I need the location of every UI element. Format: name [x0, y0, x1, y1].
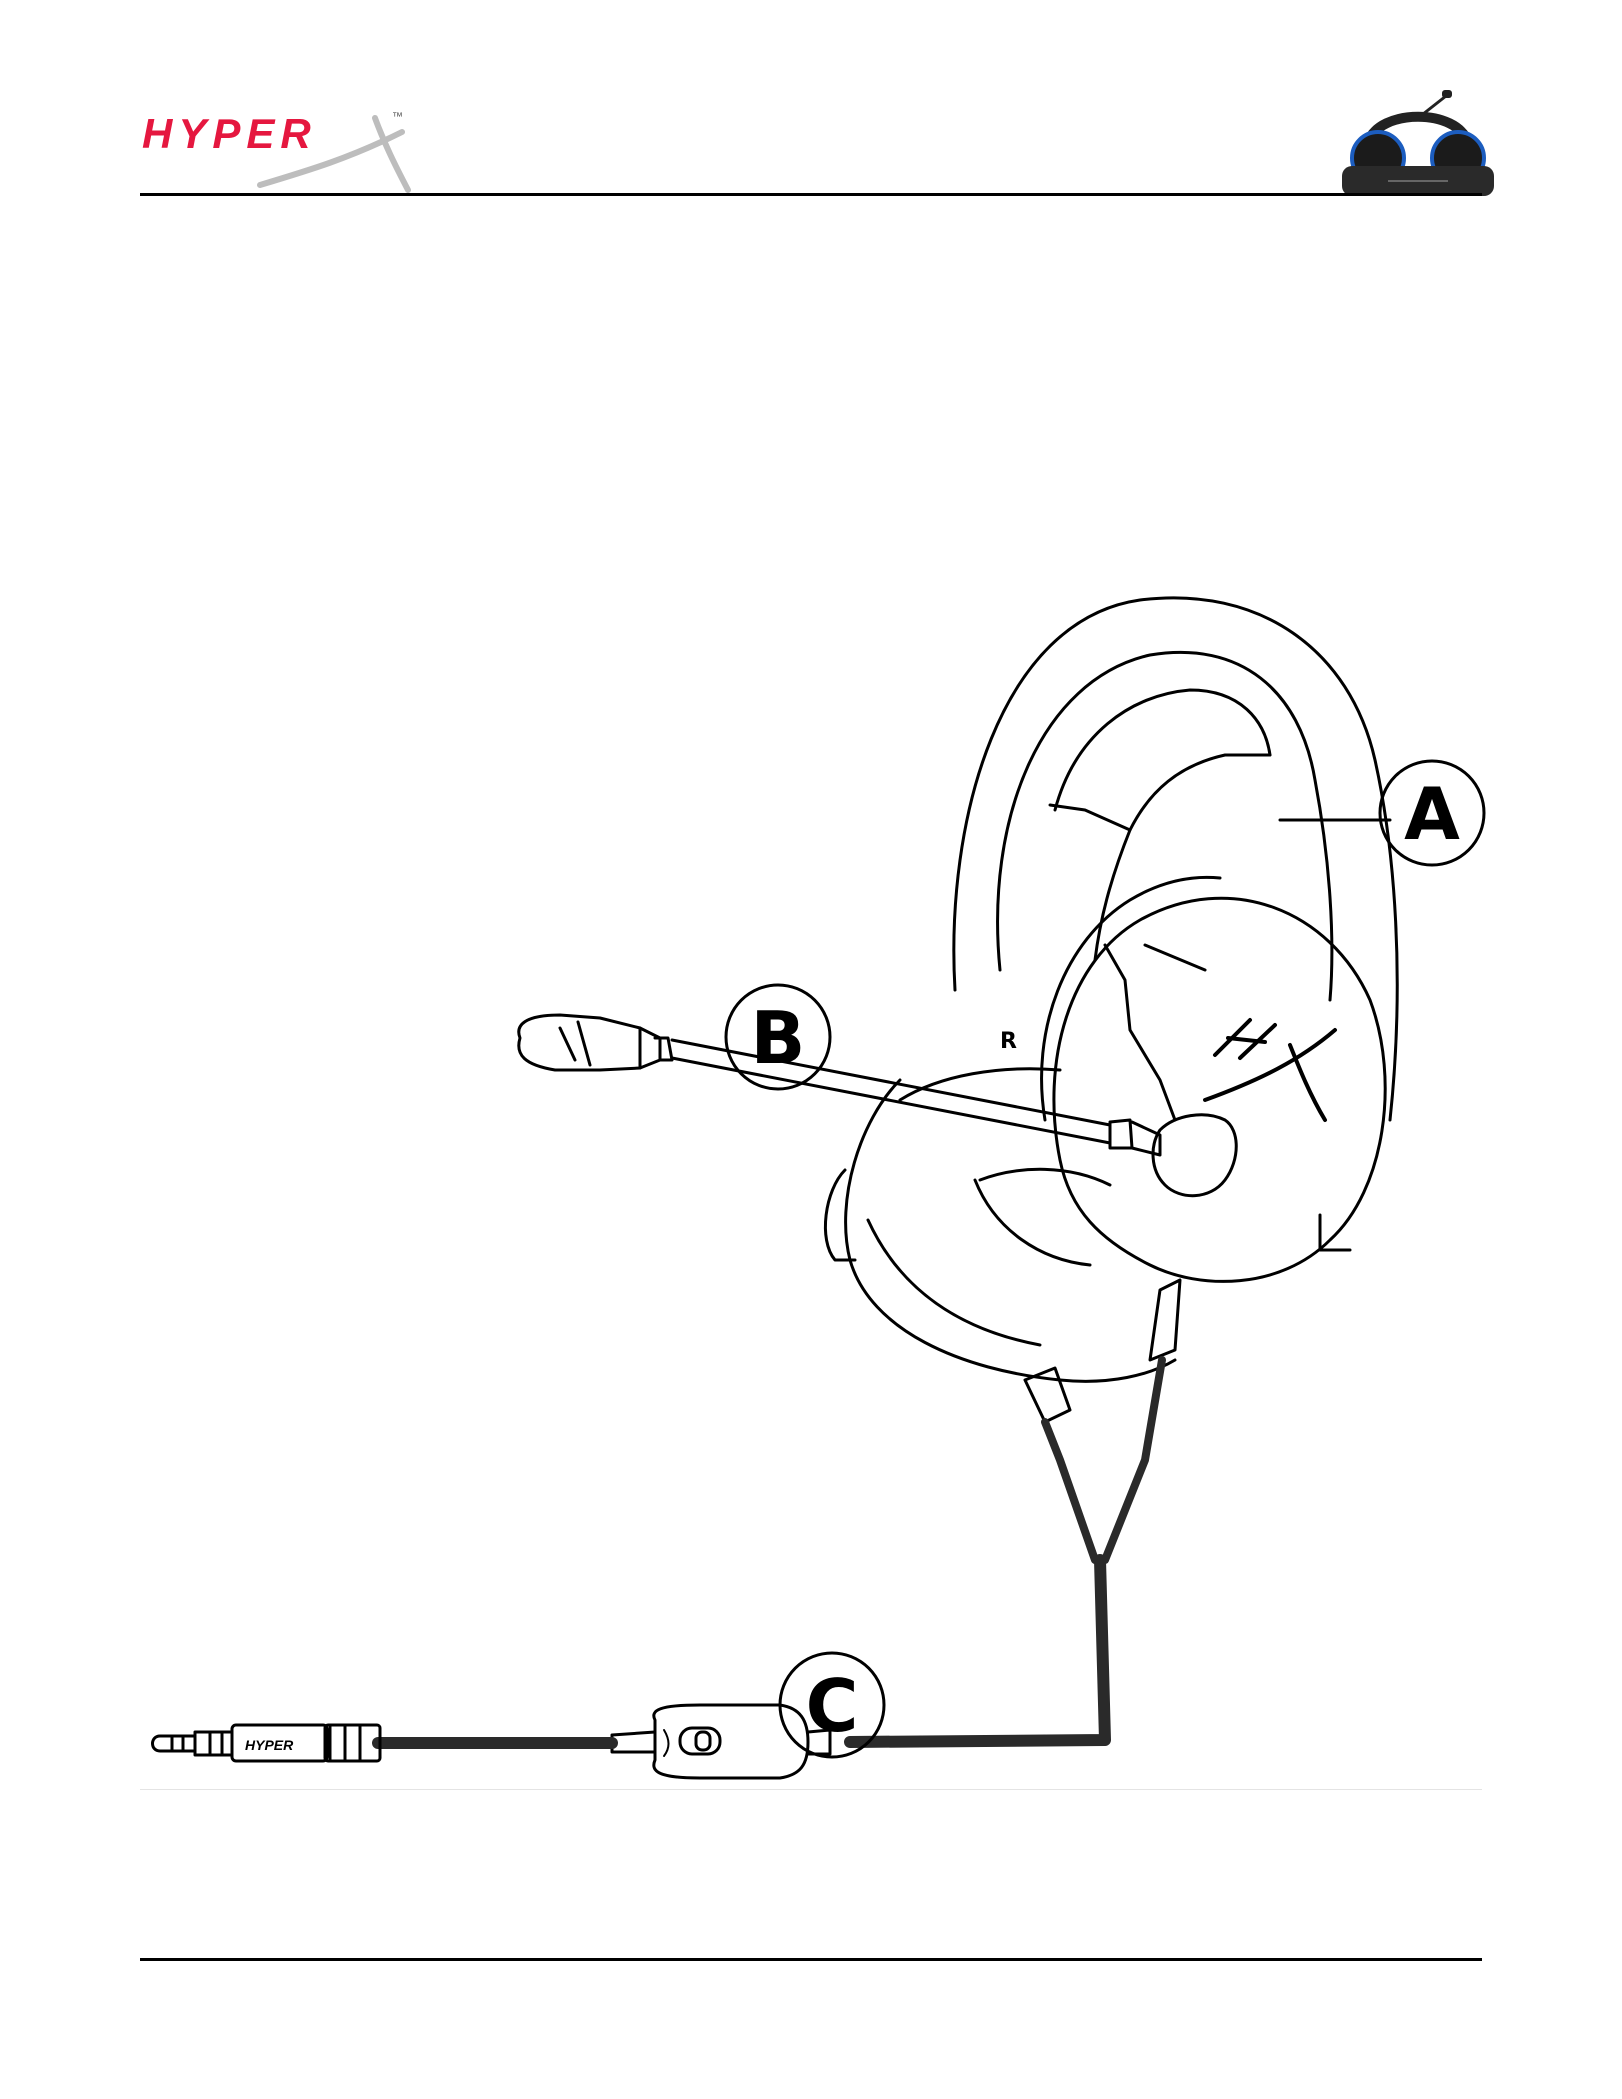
header-rule	[140, 193, 1482, 196]
svg-text:C: C	[806, 1664, 859, 1748]
plug-brand-text: HYPER	[245, 1737, 294, 1753]
callout-a: A	[1380, 761, 1484, 865]
callout-b: B	[726, 985, 830, 1089]
microphone-boom	[519, 1015, 1236, 1196]
callout-c: C	[780, 1653, 884, 1757]
svg-text:B: B	[751, 996, 806, 1080]
hyperx-wordmark: HYPER	[142, 110, 317, 157]
audio-plug: HYPER	[153, 1725, 381, 1761]
earcup-side-mark: R	[1000, 1029, 1017, 1054]
hx-earcup-logo-icon	[1205, 1020, 1335, 1120]
headset-thumbnail-icon	[1338, 88, 1498, 200]
footer-rule	[140, 1958, 1482, 1961]
left-earcup	[825, 1069, 1175, 1382]
inline-control	[612, 1705, 830, 1778]
hyperx-logo: HYPER ™	[140, 100, 420, 200]
right-earcup	[1042, 877, 1386, 1281]
trademark-symbol: ™	[392, 111, 403, 123]
headset-diagram: R	[0, 560, 1622, 1810]
svg-text:A: A	[1404, 772, 1460, 856]
diagram-baseline	[140, 1789, 1482, 1790]
headband	[954, 598, 1397, 1120]
headset-cables	[850, 1280, 1180, 1742]
